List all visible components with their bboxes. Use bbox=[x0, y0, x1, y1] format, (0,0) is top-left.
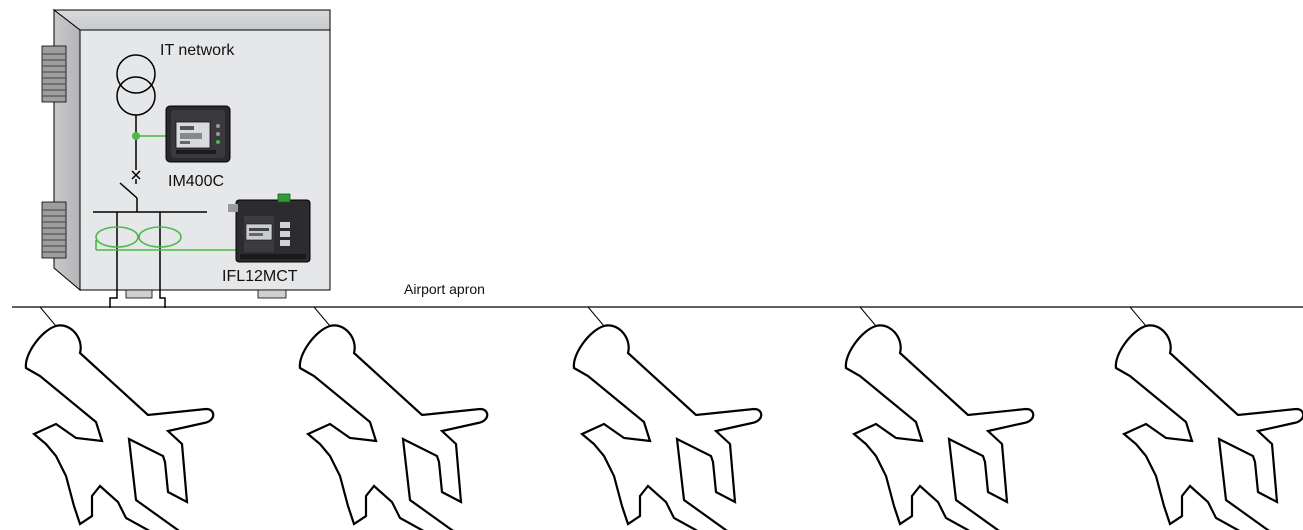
aircraft-3 bbox=[574, 307, 761, 530]
airplane-icon bbox=[846, 325, 1033, 530]
aircraft-4 bbox=[846, 307, 1033, 530]
terminal-block-icon bbox=[278, 194, 290, 202]
aircraft-2 bbox=[300, 307, 487, 530]
airplane-icon bbox=[300, 325, 487, 530]
aircraft-5 bbox=[1116, 307, 1303, 530]
airport-apron-label: Airport apron bbox=[404, 281, 485, 297]
it-network-label: IT network bbox=[160, 42, 235, 59]
airplane-icon bbox=[26, 325, 213, 530]
aircraft-1 bbox=[26, 307, 213, 530]
airplane-icon bbox=[1116, 325, 1303, 530]
insulation-fault-locator-device-icon bbox=[228, 194, 310, 262]
insulation-monitor-device-icon bbox=[166, 106, 230, 162]
ifl12mct-label: IFL12MCT bbox=[222, 268, 298, 285]
lower-hinge bbox=[42, 202, 66, 258]
im400c-label: IM400C bbox=[168, 173, 224, 190]
airplane-icon bbox=[574, 325, 761, 530]
upper-hinge bbox=[42, 46, 66, 102]
